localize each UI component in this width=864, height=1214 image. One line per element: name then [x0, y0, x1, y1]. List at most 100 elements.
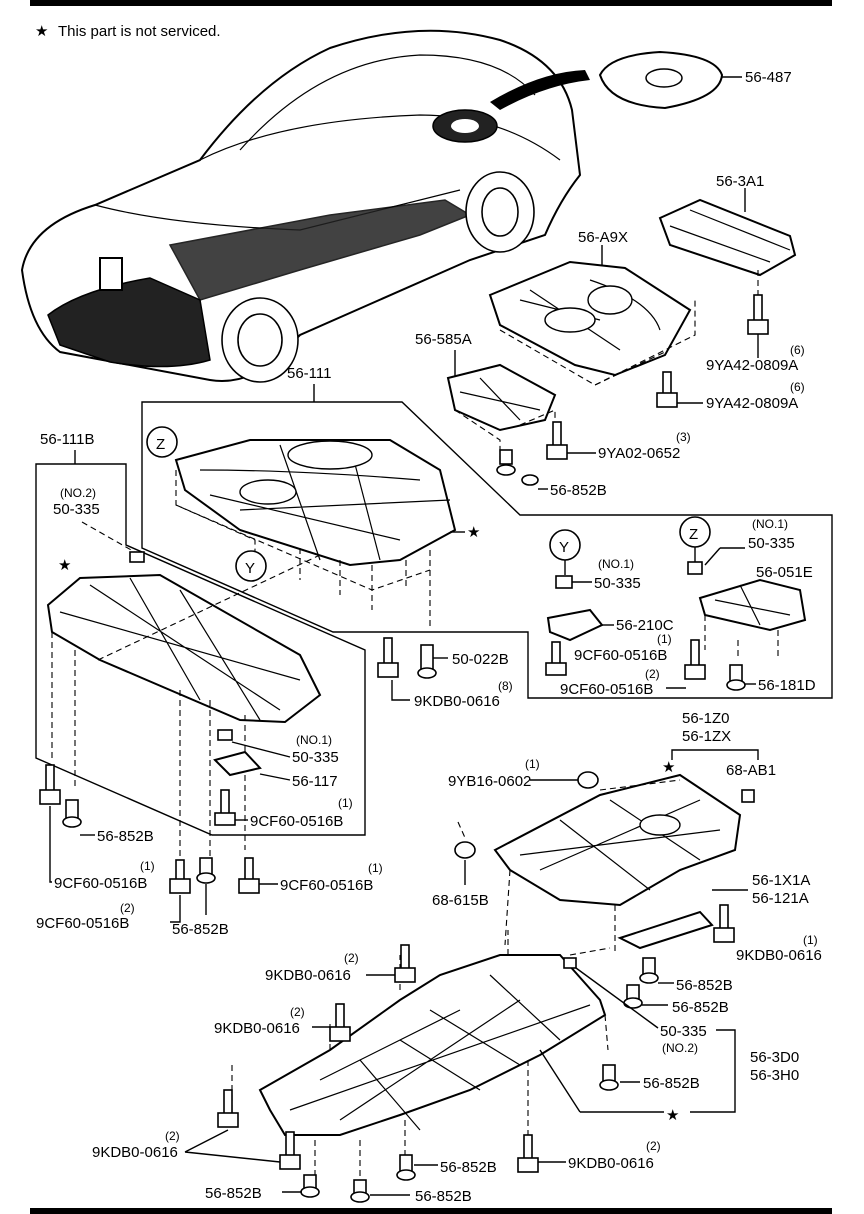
label-c57: (2) [344, 951, 359, 965]
label-c64: (NO.2) [662, 1041, 698, 1055]
label-c25: 56-210C [616, 617, 674, 634]
label-c74: 56-852B [415, 1188, 472, 1205]
label-c5: (6) [790, 343, 805, 357]
label-c59: 56-852B [676, 977, 733, 994]
label-c43: 9CF60-0516B [250, 813, 343, 830]
label-c28: 50-022B [452, 651, 509, 668]
label-c7: (6) [790, 380, 805, 394]
bolt-icon [656, 371, 678, 408]
label-c11: 9YA02-0652 [598, 445, 680, 462]
label-c62: 9KDB0-0616 [214, 1020, 300, 1037]
clip-icon [417, 644, 437, 679]
reference-circle-y [235, 550, 267, 582]
label-c21: Y [559, 539, 569, 556]
label-c16: Z [156, 436, 165, 453]
label-c3: 56-A9X [578, 229, 628, 246]
clip-icon [396, 1154, 416, 1181]
bolt-icon [684, 639, 706, 680]
label-c58: 9KDB0-0616 [265, 967, 351, 984]
label-c47: (1) [368, 861, 383, 875]
label-c48: 9CF60-0516B [280, 877, 373, 894]
reference-circle-z [146, 426, 178, 458]
label-c63: 50-335 [660, 1023, 707, 1040]
bolt-icon [279, 1131, 301, 1170]
label-c46: 9CF60-0516B [54, 875, 147, 892]
label-c24: 56-051E [756, 564, 813, 581]
bolt-icon [169, 859, 191, 894]
label-c52: (2) [120, 901, 135, 915]
label-c68: (2) [165, 1129, 180, 1143]
label-c61: (2) [290, 1005, 305, 1019]
star-icon: ★ [58, 557, 71, 574]
bolt-icon [217, 1089, 239, 1128]
clip-icon [350, 1179, 370, 1203]
label-c70: (2) [646, 1139, 661, 1153]
star-icon: ★ [662, 759, 675, 776]
label-c13: 56-111B [40, 431, 95, 448]
star-icon: ★ [666, 1107, 679, 1124]
label-c32: (8) [498, 679, 513, 693]
label-c37: 50-335 [292, 749, 339, 766]
label-c26: (1) [657, 632, 672, 646]
bolt-icon [394, 944, 416, 983]
label-c51: 56-121A [752, 890, 809, 907]
star-icon: ★ [467, 524, 480, 541]
clip-icon [496, 449, 539, 486]
part-56-1Z0 [493, 773, 742, 907]
top-border [30, 0, 832, 6]
label-c12: 56-852B [550, 482, 607, 499]
label-c31: 56-181D [758, 677, 816, 694]
label-c49: 68-615B [432, 892, 489, 909]
bolt-icon [214, 789, 236, 826]
label-c27: 9CF60-0516B [574, 647, 667, 664]
bolt-icon [546, 421, 568, 460]
bolt-icon [377, 637, 399, 678]
legend-star-icon: ★ [35, 23, 48, 40]
label-c6: 9YA42-0809A [706, 357, 798, 374]
part-56-111B [46, 573, 322, 724]
label-c1: 56-487 [745, 69, 792, 86]
label-c2: 56-3A1 [716, 173, 764, 190]
part-56-3A1 [658, 198, 797, 277]
label-c42: (1) [338, 796, 353, 810]
label-c19: (NO.1) [752, 517, 788, 531]
label-c17: Y [245, 560, 255, 577]
label-c45: (1) [140, 859, 155, 873]
label-c40: 68-AB1 [726, 762, 776, 779]
label-c15: 50-335 [53, 501, 100, 518]
clip-icon [62, 799, 82, 828]
label-c44: 56-852B [97, 828, 154, 845]
label-c55: (1) [803, 933, 818, 947]
box-56-111B [35, 463, 366, 836]
grommet-icon [454, 841, 476, 859]
label-c50: 56-1X1A [752, 872, 810, 889]
label-c73: 56-852B [440, 1159, 497, 1176]
label-c23: 50-335 [594, 575, 641, 592]
clip-icon [726, 664, 746, 691]
legend-text: This part is not serviced. [58, 23, 221, 40]
label-c54: 56-852B [172, 921, 229, 938]
bolt-icon [39, 764, 61, 805]
part-56-051E [698, 578, 807, 632]
part-56-117 [213, 750, 262, 777]
part-56-1X1A [617, 910, 714, 950]
part-56-111 [174, 439, 457, 567]
label-c72: 56-852B [205, 1185, 262, 1202]
label-c34: 56-1Z0 [682, 710, 730, 727]
clip-icon [196, 857, 216, 884]
label-c53: 9CF60-0516B [36, 915, 129, 932]
clip-icon [300, 1174, 320, 1198]
label-c29: (2) [645, 667, 660, 681]
bottom-border [30, 1208, 832, 1214]
part-56-210C [546, 608, 604, 642]
label-c36: (NO.1) [296, 733, 332, 747]
label-c38: (1) [525, 757, 540, 771]
label-c10: (3) [676, 430, 691, 444]
label-c14: (NO.2) [60, 486, 96, 500]
label-c35: 56-1ZX [682, 728, 731, 745]
label-c69: 9KDB0-0616 [92, 1144, 178, 1161]
label-c56: 9KDB0-0616 [736, 947, 822, 964]
label-c39: 9YB16-0602 [448, 773, 531, 790]
part-56-585A [446, 363, 557, 432]
